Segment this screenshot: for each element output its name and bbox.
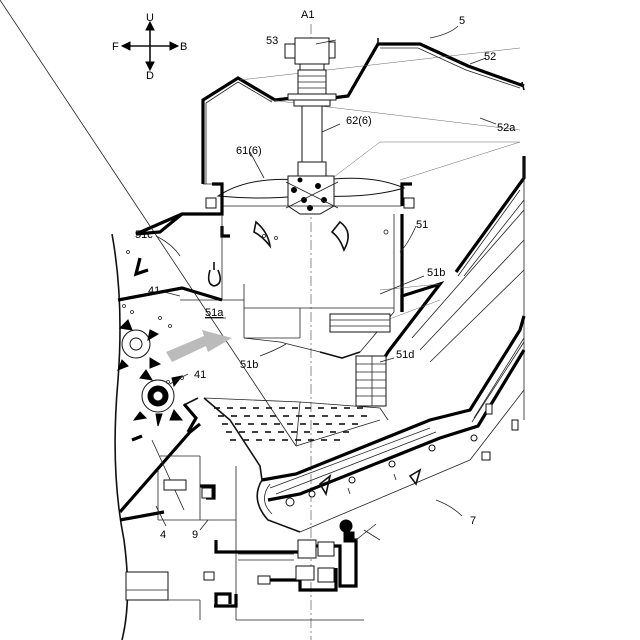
label-51a: 51a	[205, 307, 224, 319]
rotor-41-upper	[118, 320, 160, 370]
upper-cover-52	[203, 38, 524, 184]
label-41-top: 41	[148, 285, 160, 297]
compass-front-label: F	[112, 41, 119, 53]
label-5: 5	[459, 15, 465, 27]
grate-51d	[330, 314, 390, 406]
perforation-rows	[214, 408, 367, 440]
label-51b-right: 51b	[427, 267, 445, 279]
label-51c: 51c	[135, 229, 153, 241]
rotary-shaft-62	[298, 106, 326, 176]
label-53: 53	[266, 35, 278, 47]
label-51: 51	[416, 219, 428, 231]
label-a1: A1	[301, 9, 314, 21]
hydraulic-unit	[204, 520, 380, 620]
compass-down-label: D	[146, 70, 154, 82]
rotary-blade-61	[218, 176, 404, 214]
label-9: 9	[192, 529, 198, 541]
label-41-lower: 41	[194, 369, 206, 381]
label-51d: 51d	[396, 349, 414, 361]
compass-up-label: U	[146, 12, 154, 24]
label-4: 4	[160, 529, 166, 541]
label-51b-lower: 51b	[240, 359, 258, 371]
direction-compass: U F B D	[112, 12, 187, 82]
label-7: 7	[470, 515, 476, 527]
rotor-41-lower	[134, 370, 182, 426]
label-61-6: 61(6)	[236, 145, 262, 157]
label-62-6: 62(6)	[346, 115, 372, 127]
chute-51	[136, 206, 402, 358]
label-52a: 52a	[497, 122, 516, 134]
label-52: 52	[484, 51, 496, 63]
screen-panel	[0, 0, 388, 480]
drive-unit-53	[285, 38, 336, 106]
compass-back-label: B	[180, 41, 187, 53]
